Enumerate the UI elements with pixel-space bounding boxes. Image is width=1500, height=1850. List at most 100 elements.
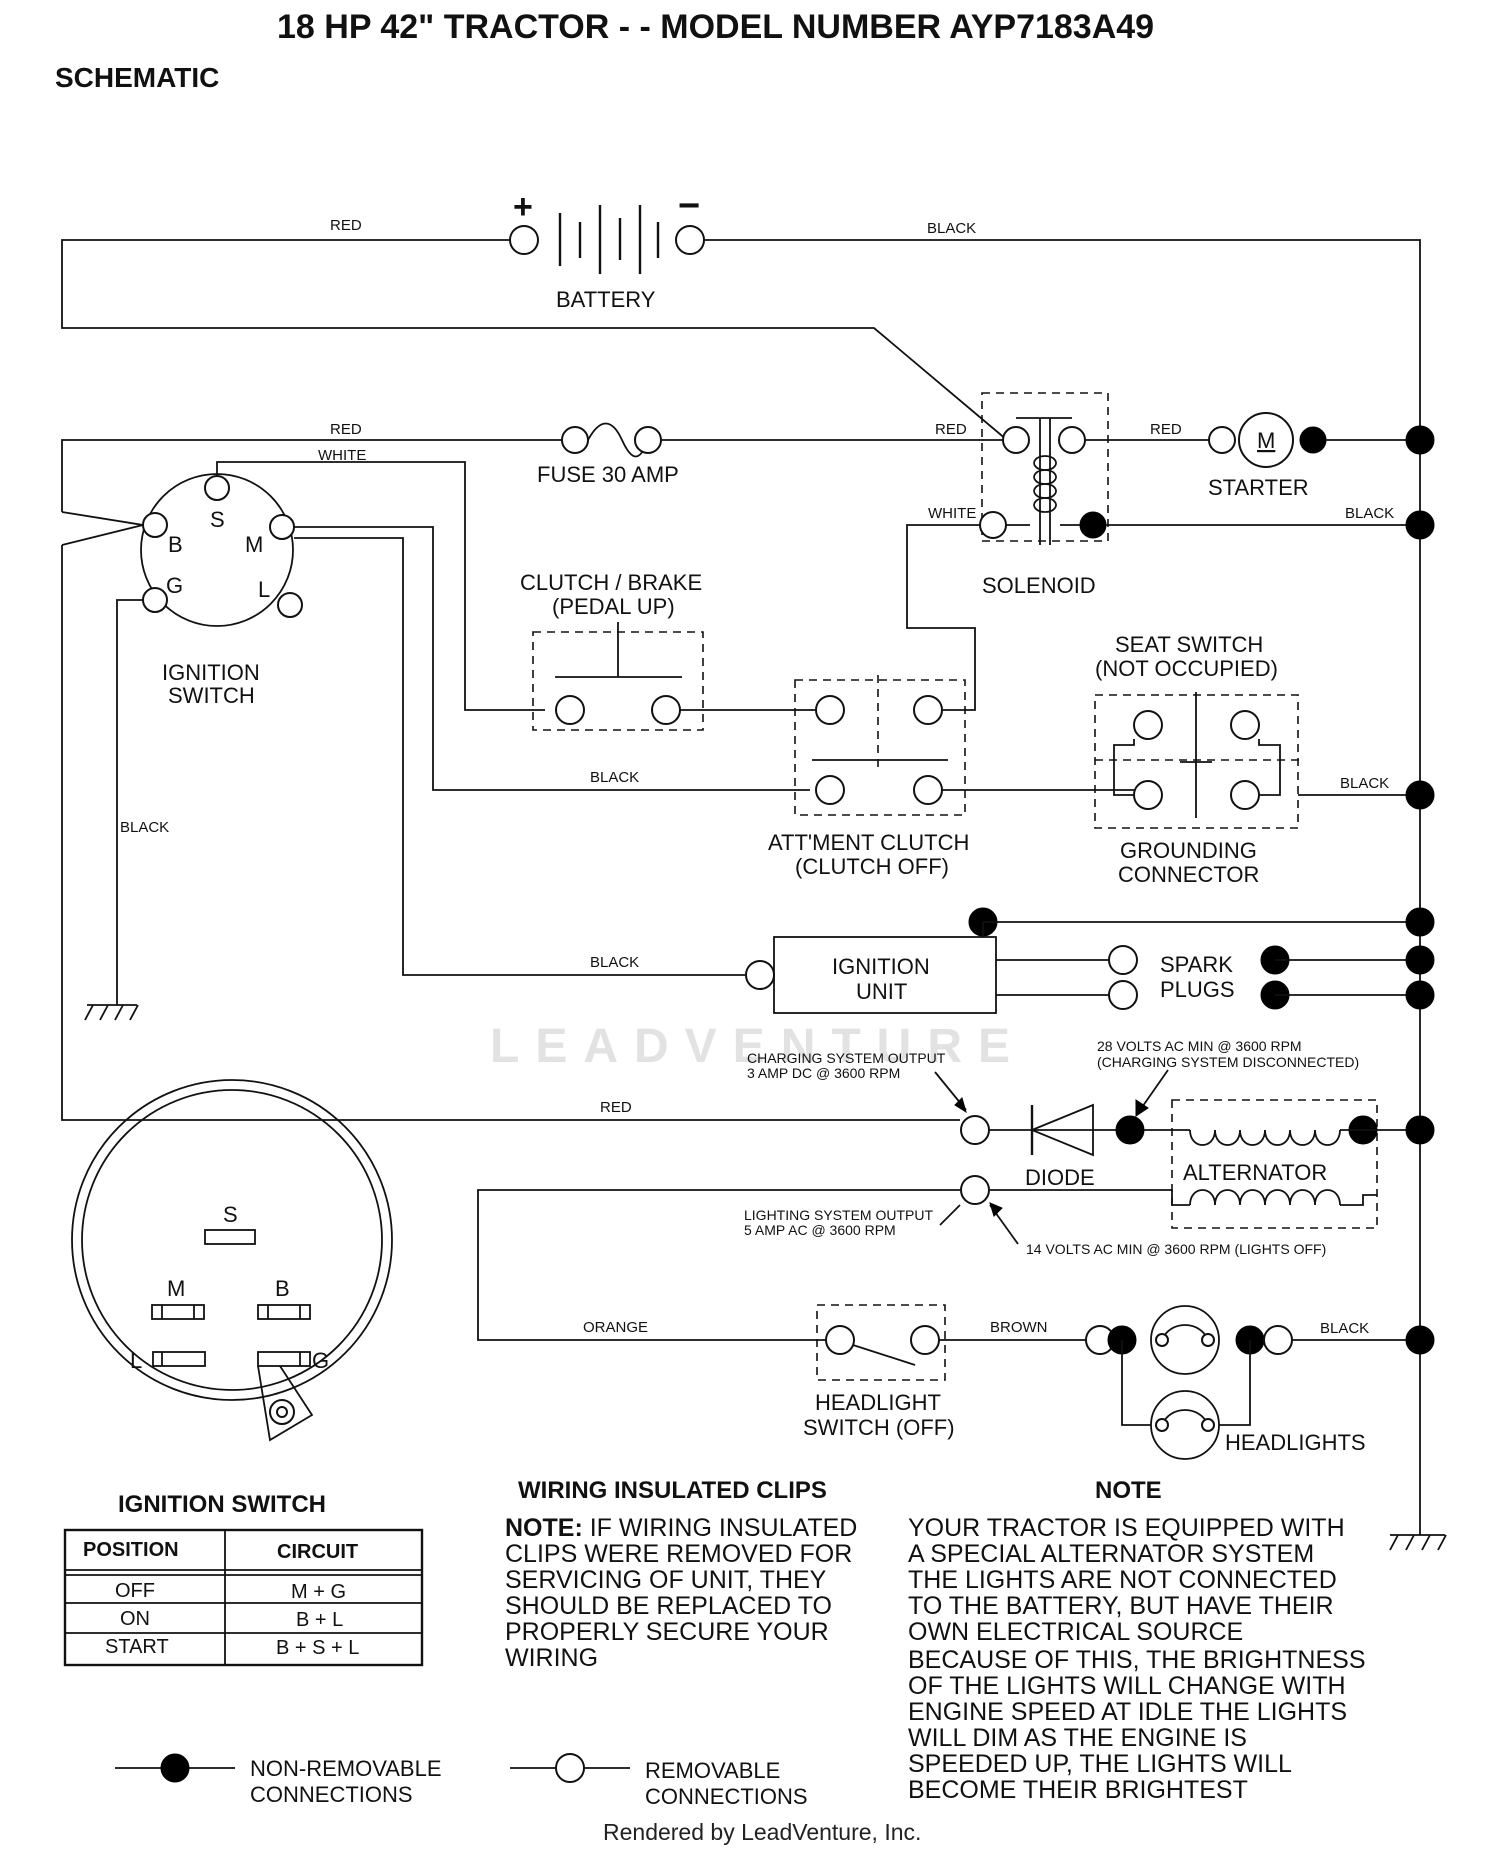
grounding-connector-label-1: GROUNDING	[1120, 838, 1257, 863]
face-terminal-g	[257, 1351, 311, 1367]
ignition-unit-label-2: UNIT	[856, 979, 907, 1004]
spark-plug-1-terminal	[1108, 945, 1138, 975]
charging-output-annotation-2: 3 AMP DC @ 3600 RPM	[747, 1065, 900, 1081]
table-cell-position: ON	[120, 1608, 150, 1630]
spark-plug-2-terminal	[1108, 980, 1138, 1010]
note-line: OWN ELECTRICAL SOURCE	[908, 1618, 1243, 1646]
face-terminal-l	[152, 1351, 206, 1367]
wire-label-black-top: BLACK	[927, 220, 976, 237]
spark-plugs-label-2: PLUGS	[1160, 977, 1235, 1002]
wire-label-brown: BROWN	[990, 1319, 1048, 1336]
legend-non-removable-label-2: CONNECTIONS	[250, 1782, 413, 1807]
starter-label: STARTER	[1208, 475, 1309, 500]
charging-output-connector	[960, 1115, 990, 1145]
ground-bus-connection-4	[1405, 907, 1435, 937]
fuse-label: FUSE 30 AMP	[537, 462, 679, 487]
battery-label: BATTERY	[556, 287, 656, 312]
solenoid-terminal-battery	[1002, 426, 1030, 454]
ignition-switch-label-1: IGNITION	[162, 660, 260, 685]
wire-label-red-starter: RED	[1150, 421, 1182, 438]
ignition-switch-face: S M B L G	[71, 1079, 393, 1442]
face-terminal-b	[257, 1304, 311, 1320]
legend-non-removable-symbol	[160, 1753, 190, 1783]
ground-bus-connection-3	[1405, 780, 1435, 810]
headlight-switch-terminal-right	[910, 1325, 940, 1355]
note-line: A SPECIAL ALTERNATOR SYSTEM	[908, 1540, 1314, 1568]
table-header-position: POSITION	[83, 1539, 179, 1561]
table-cell-position: OFF	[115, 1580, 155, 1602]
headlight-switch-label-2: SWITCH (OFF)	[803, 1415, 955, 1440]
table-cell-circuit: M + G	[291, 1581, 346, 1603]
ignition-unit: IGNITION UNIT	[745, 936, 997, 1014]
note-line: TO THE BATTERY, BUT HAVE THEIR	[908, 1592, 1334, 1620]
wire-red-fuse	[61, 439, 575, 512]
ground-bus-connection-7	[1405, 1115, 1435, 1145]
face-label-l: L	[130, 1348, 142, 1373]
seat-switch-terminal-1	[1133, 710, 1163, 740]
face-label-s: S	[223, 1202, 238, 1227]
solenoid-terminal-starter	[1058, 426, 1086, 454]
seat-switch: SEAT SWITCH (NOT OCCUPIED) GROUNDING CON…	[1094, 632, 1305, 887]
wire-white-solenoid	[906, 524, 980, 711]
clutch-brake-terminal-left	[555, 695, 585, 725]
headlight-upper-bulb	[1150, 1305, 1220, 1375]
clips-line: SHOULD BE REPLACED TO	[505, 1592, 832, 1620]
note-line: SPEEDED UP, THE LIGHTS WILL	[908, 1750, 1292, 1778]
wire-label-black-seat: BLACK	[1340, 775, 1389, 792]
table-cell-position: START	[105, 1636, 169, 1658]
ignition-switch-table: IGNITION SWITCH POSITION CIRCUIT OFF M +…	[63, 1491, 424, 1667]
face-label-g: G	[312, 1348, 329, 1373]
clips-line: IF WIRING INSULATED	[583, 1514, 858, 1542]
wire-label-red-solenoid: RED	[935, 421, 967, 438]
starter-motor-symbol	[1238, 412, 1294, 468]
clips-line: WIRING	[505, 1644, 598, 1672]
seat-switch-label-1: SEAT SWITCH	[1115, 632, 1263, 657]
ign-terminal-b	[142, 512, 168, 538]
table-cell-circuit: B + S + L	[276, 1637, 359, 1659]
att-clutch-terminal-3	[815, 775, 845, 805]
note-line: BECOME THEIR BRIGHTEST	[908, 1776, 1248, 1804]
headlights-label: HEADLIGHTS	[1225, 1430, 1366, 1455]
seat-switch-terminal-2	[1230, 710, 1260, 740]
wire-black-ignition-unit	[294, 537, 745, 976]
battery-positive-terminal	[509, 225, 539, 255]
ground-bus-connection-1	[1405, 425, 1435, 455]
legend-non-removable-label-1: NON-REMOVABLE	[250, 1756, 442, 1781]
att-clutch-label-2: (CLUTCH OFF)	[795, 854, 949, 879]
wire-label-orange: ORANGE	[583, 1319, 648, 1336]
lighting-output-annotation-1: LIGHTING SYSTEM OUTPUT	[744, 1207, 933, 1223]
att-clutch-terminal-4	[913, 775, 943, 805]
ignition-switch: S B M G L IGNITION SWITCH	[140, 473, 303, 708]
wire-orange	[477, 1189, 961, 1341]
note-line: BECAUSE OF THIS, THE BRIGHTNESS	[908, 1646, 1366, 1674]
grounding-connector-label-2: CONNECTOR	[1118, 862, 1259, 887]
ground-bus-connection-5	[1405, 945, 1435, 975]
fuse: FUSE 30 AMP	[537, 422, 679, 487]
diode-label: DIODE	[1025, 1165, 1095, 1190]
ign-label-g: G	[166, 573, 183, 598]
note-line: THE LIGHTS ARE NOT CONNECTED	[908, 1566, 1337, 1594]
wire-black-ground	[116, 599, 143, 1005]
battery-negative-terminal	[675, 225, 705, 255]
seat-switch-label-2: (NOT OCCUPIED)	[1095, 656, 1278, 681]
clips-line: SERVICING OF UNIT, THEY	[505, 1566, 827, 1594]
alternator-note: NOTE YOUR TRACTOR IS EQUIPPED WITH A SPE…	[908, 1477, 1366, 1804]
wire-label-white-ign: WHITE	[318, 447, 366, 464]
wire-label-red-fuse: RED	[330, 421, 362, 438]
att-clutch-label-1: ATT'MENT CLUTCH	[768, 830, 969, 855]
wire-red-charging	[61, 545, 960, 1121]
fuse-terminal-left	[561, 426, 589, 454]
battery: + − BATTERY	[509, 185, 705, 312]
att-clutch-terminal-1	[815, 695, 845, 725]
table-header-circuit: CIRCUIT	[277, 1541, 358, 1563]
diode-alternator-connection	[1115, 1115, 1145, 1145]
wire-white-ign	[216, 461, 545, 711]
battery-plus-sign: +	[513, 188, 533, 226]
face-terminal-s	[204, 1229, 256, 1245]
face-label-b: B	[275, 1276, 290, 1301]
ignition-table-title: IGNITION SWITCH	[118, 1491, 326, 1518]
note-line: ENGINE SPEED AT IDLE THE LIGHTS	[908, 1698, 1347, 1726]
wire-label-red-charging: RED	[600, 1099, 632, 1116]
ign-terminal-g	[142, 587, 168, 613]
ground-bus-connection-6	[1405, 980, 1435, 1010]
